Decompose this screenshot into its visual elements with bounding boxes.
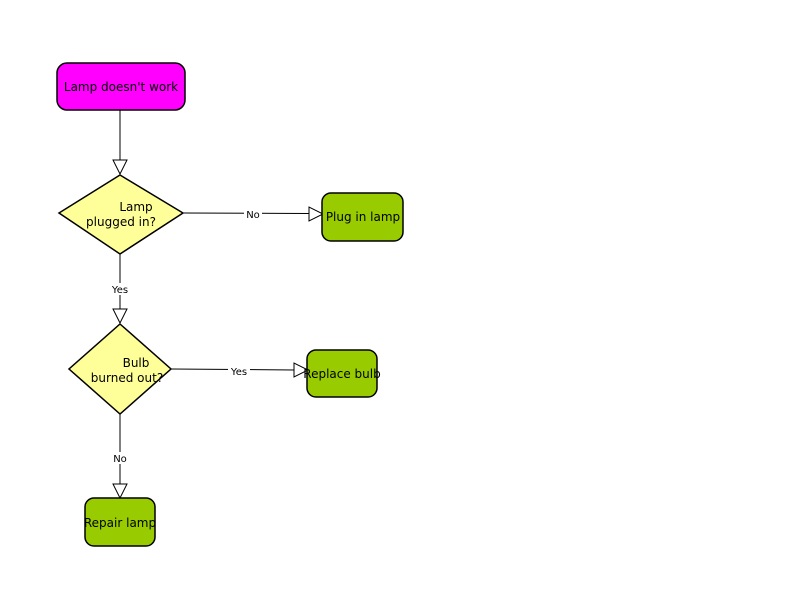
action-box-shape bbox=[306, 349, 378, 398]
node-plug-label: Plug in lamp bbox=[326, 210, 400, 224]
node-plugged-line1: Lamp bbox=[119, 200, 152, 214]
edge-label-yes: Yes bbox=[111, 285, 128, 296]
decision-diamond-shape bbox=[57, 174, 185, 255]
arrowhead-icon bbox=[293, 362, 310, 378]
node-replace-label: Replace bulb bbox=[303, 367, 380, 381]
action-box-shape bbox=[84, 497, 156, 547]
node-repair-lamp[interactable]: Repair lamp bbox=[84, 497, 156, 547]
edge-label-no: No bbox=[113, 454, 127, 465]
node-bulb-line2: burned out? bbox=[91, 371, 163, 385]
action-box-shape bbox=[321, 192, 404, 242]
node-replace-bulb[interactable]: Replace bulb bbox=[303, 349, 381, 398]
node-decision-plugged[interactable]: Lamp plugged in? bbox=[57, 174, 185, 255]
arrowhead-icon bbox=[112, 483, 128, 500]
edge-start-to-plugged bbox=[112, 110, 128, 176]
edge-bulb-to-replace: Yes bbox=[170, 362, 310, 378]
edge-label-no: No bbox=[246, 210, 260, 221]
arrowhead-icon bbox=[308, 206, 325, 222]
edge-label-bg bbox=[109, 283, 131, 295]
node-start[interactable]: Lamp doesn't work bbox=[56, 62, 186, 111]
edge-plugged-to-plug: No bbox=[182, 206, 325, 222]
arrowhead-icon bbox=[112, 159, 128, 176]
node-bulb-line1: Bulb bbox=[123, 356, 150, 370]
edge-plugged-to-bulb: Yes bbox=[109, 254, 131, 325]
node-plug-in-lamp[interactable]: Plug in lamp bbox=[321, 192, 404, 242]
decision-diamond-shape bbox=[67, 322, 173, 416]
arrowhead-icon bbox=[112, 308, 128, 325]
edge-label-bg bbox=[111, 452, 129, 464]
edge-bulb-to-repair: No bbox=[111, 414, 129, 500]
node-decision-bulb[interactable]: Bulb burned out? bbox=[67, 322, 173, 416]
edge-label-bg bbox=[228, 365, 250, 377]
node-repair-label: Repair lamp bbox=[84, 516, 156, 530]
edge-label-yes: Yes bbox=[230, 367, 247, 378]
node-plugged-line2: plugged in? bbox=[86, 215, 156, 229]
node-start-label: Lamp doesn't work bbox=[64, 80, 178, 94]
start-terminator-shape bbox=[56, 62, 186, 111]
edge-label-bg bbox=[244, 209, 262, 220]
